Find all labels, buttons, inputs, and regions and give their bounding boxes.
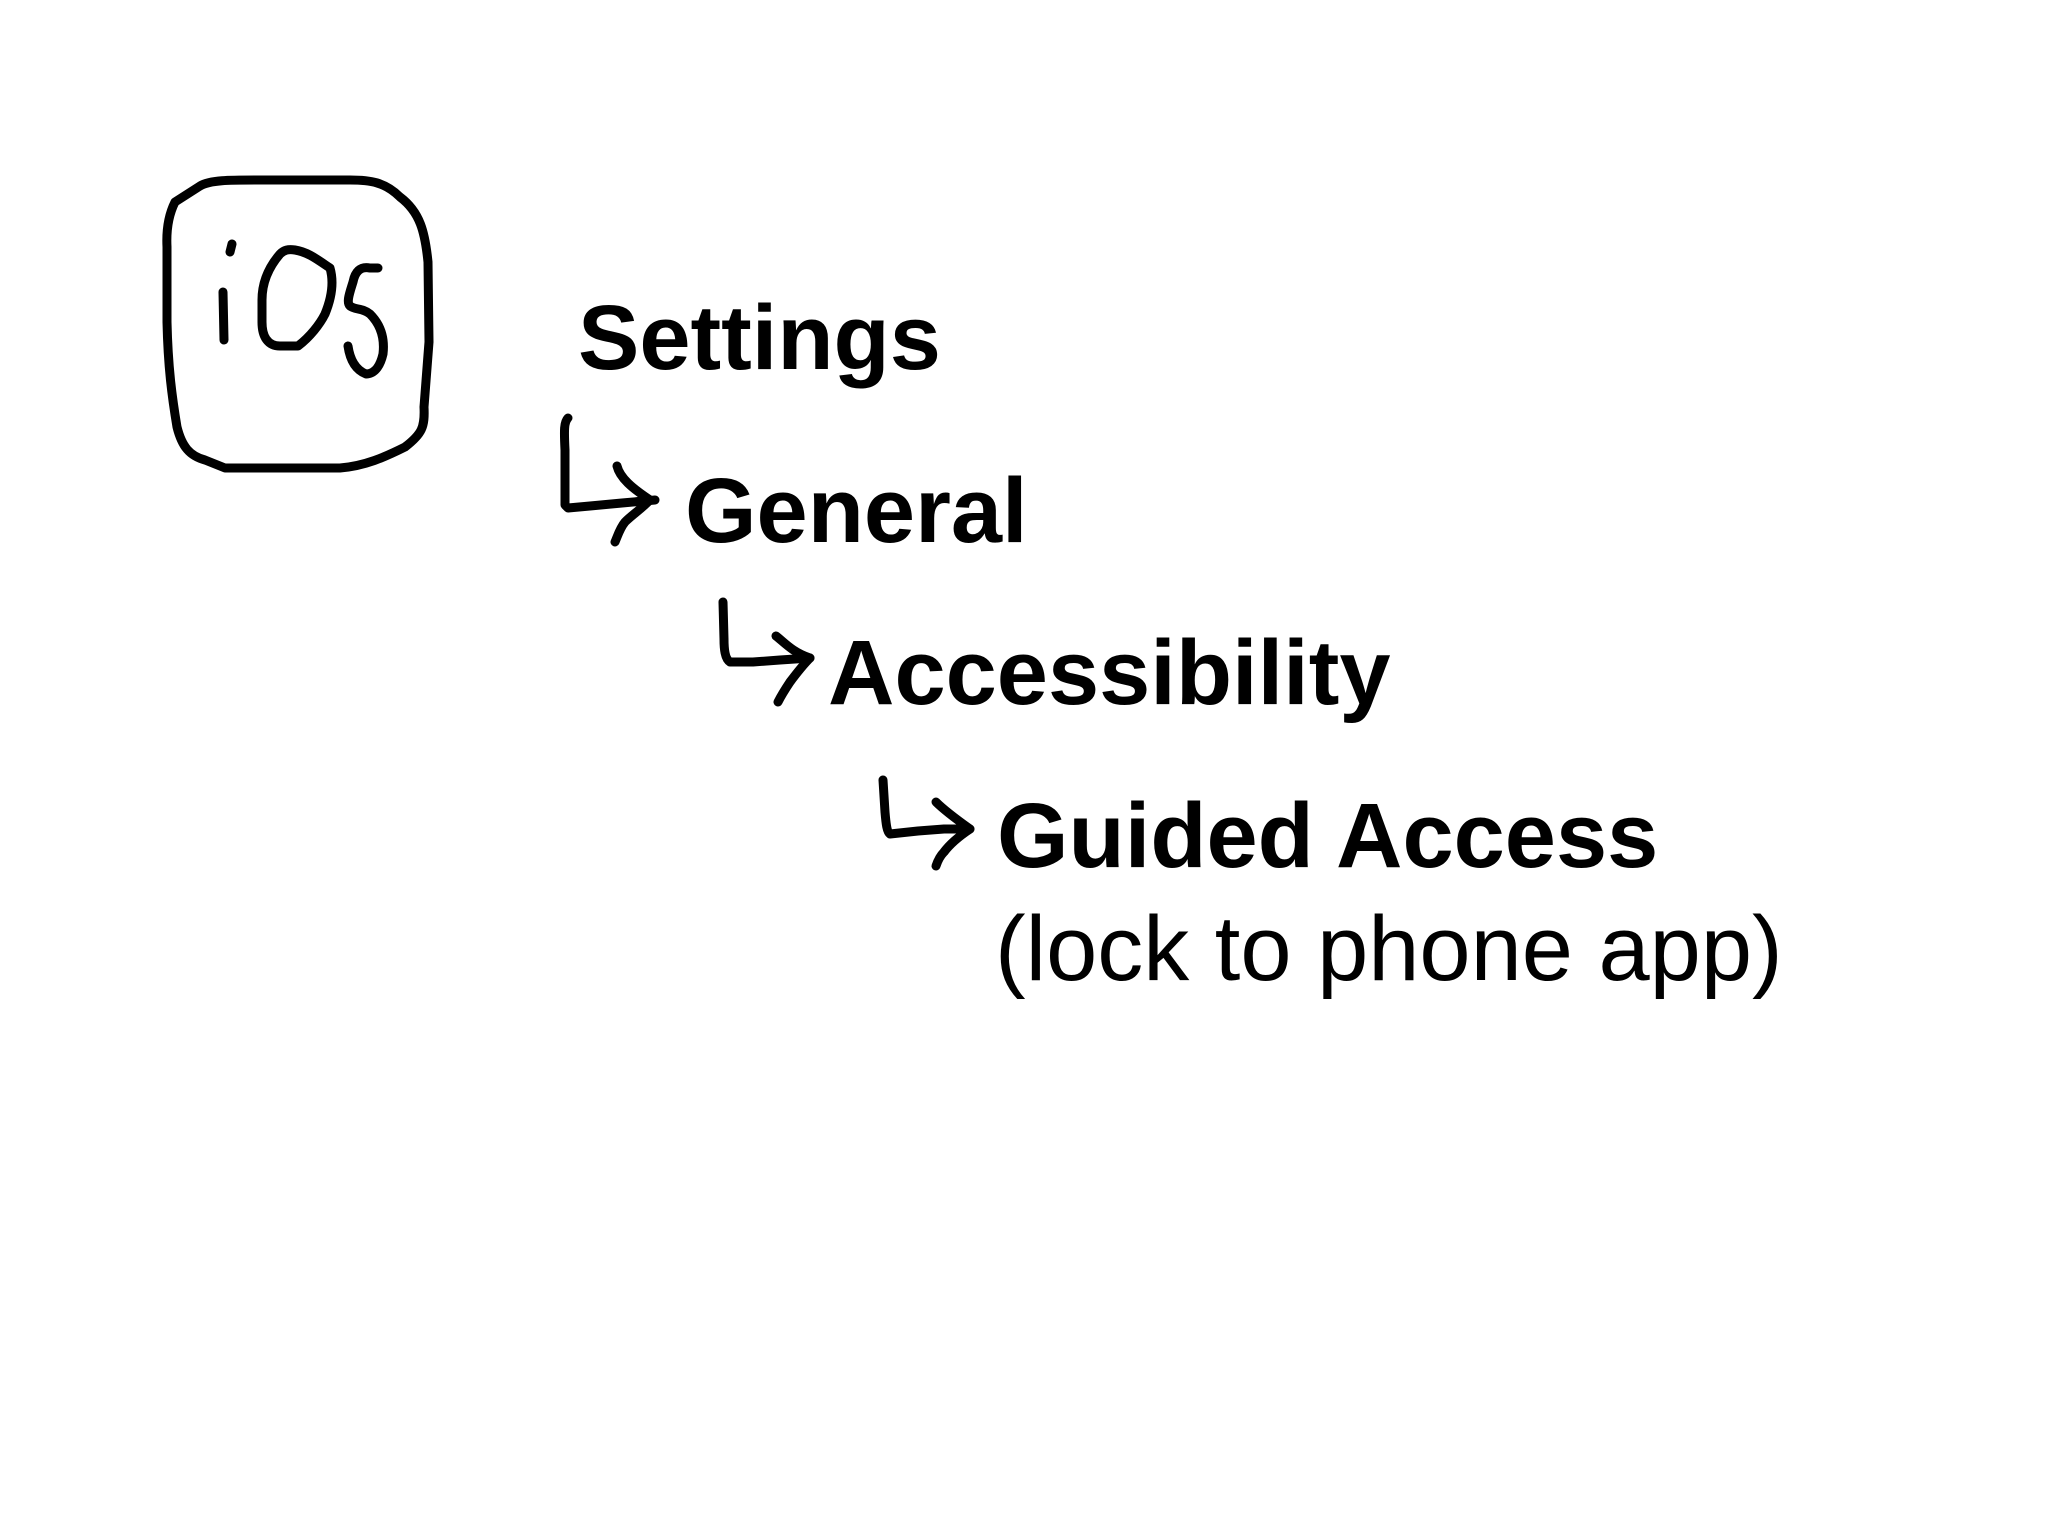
- arrow-to-accessibility-icon: [718, 597, 815, 707]
- arrow-to-guided-access-icon: [878, 775, 975, 871]
- ios-logo-icon: [150, 172, 450, 473]
- step-settings: Settings: [578, 287, 941, 389]
- step-general: General: [685, 460, 1028, 562]
- arrow-to-general-icon: [559, 413, 660, 547]
- step-guided-access: Guided Access: [997, 785, 1659, 887]
- step-accessibility: Accessibility: [828, 622, 1391, 724]
- step-guided-access-note: (lock to phone app): [995, 898, 1783, 1000]
